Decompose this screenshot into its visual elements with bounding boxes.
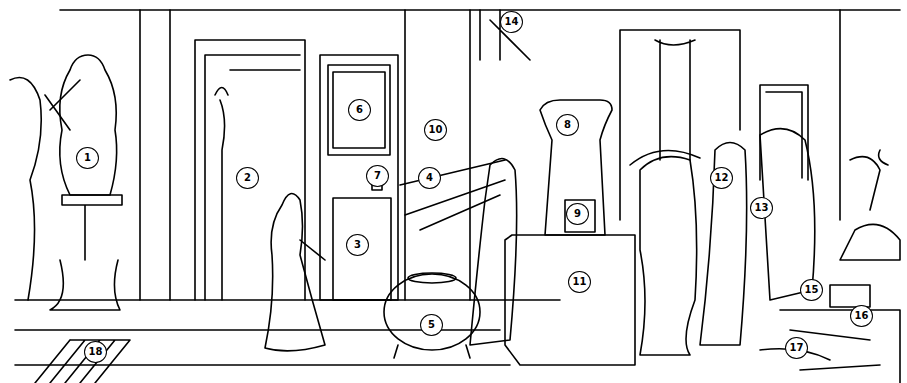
- callout-number: 18: [84, 341, 107, 363]
- callout-number: 6: [348, 99, 371, 121]
- callout-number: 1: [76, 147, 99, 169]
- callout-number: 9: [566, 203, 589, 225]
- callout-number: 7: [366, 165, 389, 187]
- callout-number: 16: [850, 305, 873, 327]
- callout-number: 8: [556, 114, 579, 136]
- callout-number: 14: [500, 11, 523, 33]
- callout-number: 13: [750, 197, 773, 219]
- callout-number: 15: [800, 279, 823, 301]
- callout-number: 2: [236, 167, 259, 189]
- callout-number: 12: [710, 167, 733, 189]
- callout-number: 11: [568, 271, 591, 293]
- callout-number: 10: [424, 119, 447, 141]
- callout-number: 4: [418, 167, 441, 189]
- callout-number: 5: [420, 314, 443, 336]
- callout-number: 17: [785, 337, 808, 359]
- callout-number: 3: [346, 234, 369, 256]
